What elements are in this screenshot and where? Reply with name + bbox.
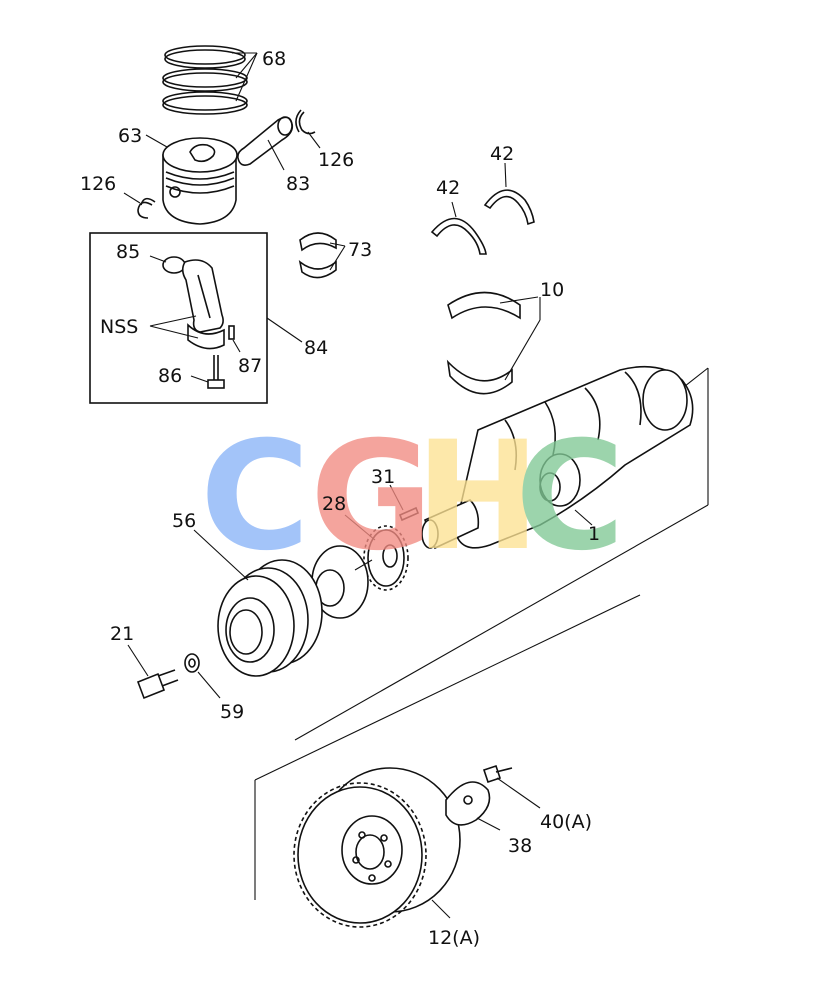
main-bearings [446, 291, 541, 395]
label-126-left: 126 [80, 173, 116, 195]
label-12a: 12(A) [428, 927, 480, 949]
label-31: 31 [371, 466, 395, 488]
connecting-rod-kit [89, 232, 303, 404]
label-40a: 40(A) [540, 811, 592, 833]
watermark-logo: C G H C [200, 410, 625, 584]
label-10: 10 [540, 279, 564, 301]
piston-rings [162, 45, 258, 115]
pin-clips [123, 109, 321, 219]
label-85: 85 [116, 241, 140, 263]
flywheel-assembly [254, 594, 641, 928]
label-126-right: 126 [318, 149, 354, 171]
watermark-letter-g: G [310, 410, 433, 584]
label-87: 87 [238, 355, 262, 377]
label-63: 63 [118, 125, 142, 147]
label-38: 38 [508, 835, 532, 857]
label-59: 59 [220, 701, 244, 723]
label-21: 21 [110, 623, 134, 645]
label-56: 56 [172, 510, 196, 532]
crank-key [389, 484, 420, 522]
label-86: 86 [158, 365, 182, 387]
label-28: 28 [322, 493, 346, 515]
watermark-letter-h: H [415, 410, 541, 584]
timing-gear [344, 514, 409, 591]
label-84: 84 [304, 337, 328, 359]
washer-and-bolt [127, 644, 221, 700]
damper-pulley [193, 529, 323, 677]
label-83: 83 [286, 173, 310, 195]
piston [145, 134, 238, 225]
label-42-left: 42 [436, 177, 460, 199]
thrust-washers [430, 162, 535, 255]
watermark-letter-c2: C [515, 410, 625, 584]
label-42-right: 42 [490, 143, 514, 165]
label-68: 68 [262, 48, 286, 70]
watermark-letter-c1: C [200, 410, 310, 584]
piston-pin [237, 116, 294, 171]
rod-bearing [298, 232, 346, 279]
label-73: 73 [348, 239, 372, 261]
crank-spacer [311, 545, 373, 619]
label-nss: NSS [100, 316, 138, 338]
label-1: 1 [588, 523, 600, 545]
crankshaft [294, 365, 709, 741]
